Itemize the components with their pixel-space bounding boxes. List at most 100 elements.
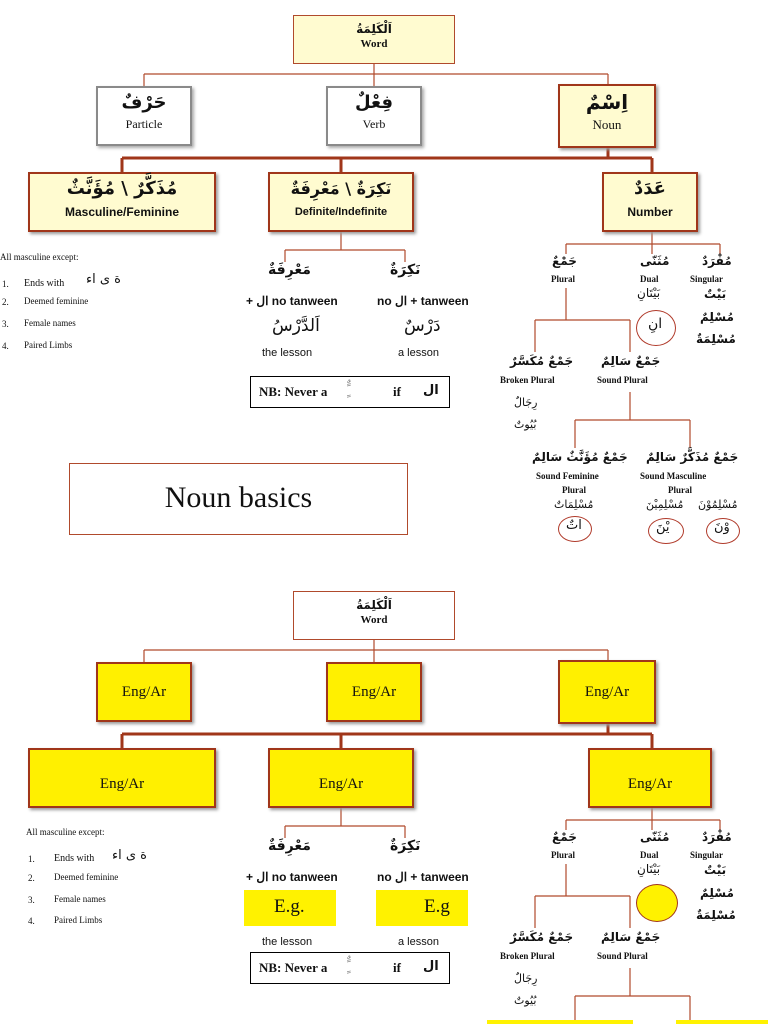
sound-masc-ending-2: وْنَ: [714, 520, 730, 535]
definite-box: نَكِرَةٌ \ مَعْرِفَةٌ Definite/Indefinit…: [268, 172, 414, 232]
broken-plural-english: Broken Plural: [500, 375, 555, 385]
nb-text-2: NB: Never a: [259, 960, 328, 975]
dual-arabic: مُثَنّى: [640, 254, 670, 268]
singular-example-2: مُسْلِمٌ: [700, 310, 734, 324]
sound-fem-example: مُسْلِمَاتٌ: [554, 498, 594, 511]
gender-notes-heading-2: All masculine except:: [26, 827, 105, 837]
nakira-example-english: a lesson: [398, 347, 439, 359]
row1-label-noun: Eng/Ar: [584, 684, 630, 700]
nakira-rule: no ال + tanween: [377, 294, 469, 308]
gender-note-arabic-1: ة ى اء: [86, 272, 121, 287]
particle-english: Particle: [125, 117, 163, 131]
marifa-example-arabic: اَلدَّرْسُ: [272, 316, 320, 336]
plural-english: Plural: [551, 274, 575, 284]
verb-box: فِعْلٌ Verb: [326, 86, 422, 146]
gender-note-num-4: 4.: [2, 341, 9, 351]
gender-note-num-2-1: 1.: [28, 854, 35, 864]
row2-box-definite: Eng/Ar: [268, 748, 414, 808]
marifa-arabic-2: مَعْرِفَةٌ: [268, 838, 311, 854]
row2-label-gender: Eng/Ar: [99, 776, 145, 792]
sound-masc-ending-circle-1: [648, 518, 684, 544]
nb-tanween-2: ٌٍ ً: [347, 959, 351, 974]
sound-masc-ending-1: يْنَ: [656, 520, 670, 535]
sound-fem-placeholder-bar: [487, 1020, 633, 1024]
singular-arabic-2: مُفْرَدٌ: [702, 830, 732, 844]
sound-masc-arabic: جَمْعٌ مُذَكَّرٌ سَالِمٌ: [646, 450, 739, 464]
gender-note-text-2-1: Ends with: [54, 853, 95, 864]
sound-plural-english-2: Sound Plural: [597, 951, 648, 961]
nakira-arabic-2: نَكِرَةٌ: [390, 838, 421, 854]
word-english: Word: [360, 38, 388, 50]
nb-if: if: [393, 384, 401, 399]
sound-masc-ending-circle-2: [706, 518, 740, 544]
sound-fem-ending-circle: [558, 516, 592, 542]
broken-example-2-2: بُيُوتٌ: [514, 994, 537, 1007]
noun-arabic: اِسْمٌ: [585, 90, 629, 114]
row1-box-noun: Eng/Ar: [558, 660, 656, 724]
row2-label-definite: Eng/Ar: [318, 776, 364, 792]
row1-box-verb: Eng/Ar: [326, 662, 422, 722]
row1-box-particle: Eng/Ar: [96, 662, 192, 722]
gender-note-text-1: Ends with: [24, 278, 65, 289]
noun-english: Noun: [592, 117, 622, 132]
singular-example-2-2: مُسْلِمٌ: [700, 886, 734, 900]
nakira-eg: E.g: [424, 896, 450, 917]
noun-box: اِسْمٌ Noun: [558, 84, 656, 148]
sound-masc-placeholder-bar: [676, 1020, 768, 1024]
dual-ending-circle-2: [636, 884, 678, 922]
gender-note-text-2-2: Deemed feminine: [54, 872, 119, 882]
broken-example-1: رِجَالٌ: [514, 396, 538, 409]
dual-english-2: Dual: [640, 850, 659, 860]
number-arabic: عَدَدٌ: [634, 178, 666, 199]
gender-note-num-1: 1.: [2, 279, 9, 289]
gender-box: مُذَكَّرٌ \ مُؤَنَّثٌ Masculine/Feminine: [28, 172, 216, 232]
broken-plural-arabic-2: جَمْعٌ مُكَسَّرٌ: [510, 930, 574, 944]
sound-fem-english-2: Plural: [562, 485, 586, 495]
dual-example-2: بَيْتَانِ: [637, 862, 661, 876]
sound-plural-arabic: جَمْعٌ سَالِمٌ: [601, 354, 661, 368]
gender-note-text-2-3: Female names: [54, 894, 106, 904]
singular-example-2-1: بَيْتٌ: [704, 863, 727, 877]
sound-fem-ending: اتٌ: [566, 518, 582, 533]
particle-box: حَرْفٌ Particle: [96, 86, 192, 146]
verb-english: Verb: [362, 117, 386, 131]
gender-note-text-2-4: Paired Limbs: [54, 915, 103, 925]
dual-arabic-2: مُثَنّى: [640, 830, 670, 844]
dual-ending: انِ: [648, 316, 663, 332]
sound-masc-english-1: Sound Masculine: [640, 471, 707, 481]
word-box-2: اَلْكَلِمَةُ Word: [293, 591, 455, 640]
nakira-arabic: نَكِرَةٌ: [390, 262, 421, 278]
verb-arabic: فِعْلٌ: [354, 92, 393, 113]
word-arabic-2: اَلْكَلِمَةُ: [356, 598, 392, 612]
particle-arabic: حَرْفٌ: [121, 92, 167, 113]
definite-arabic: نَكِرَةٌ \ مَعْرِفَةٌ: [290, 179, 392, 198]
broken-plural-english-2: Broken Plural: [500, 951, 555, 961]
plural-arabic: جَمْعٌ: [552, 254, 577, 268]
dual-english: Dual: [640, 274, 659, 284]
nb-tanween: ٌٍ ً: [347, 383, 351, 398]
definite-english: Definite/Indefinite: [294, 206, 388, 218]
marifa-eg: E.g.: [274, 896, 305, 917]
word-english-2: Word: [360, 614, 388, 626]
gender-notes-heading: All masculine except:: [0, 252, 79, 262]
plural-english-2: Plural: [551, 850, 575, 860]
sound-fem-english-1: Sound Feminine: [536, 471, 599, 481]
nakira-example-arabic: دَرْسٌ: [404, 316, 441, 336]
marifa-eg-box: E.g.: [244, 890, 336, 926]
number-box: عَدَدٌ Number: [602, 172, 698, 232]
nb-box-2: NB: Never a ٌٍ ً if ال: [250, 952, 450, 984]
gender-arabic: مُذَكَّرٌ \ مُؤَنَّثٌ: [66, 178, 178, 199]
nakira-rule-2: no ال + tanween: [377, 870, 469, 884]
sound-masc-example-1: مُسْلِمِيْنَ: [646, 498, 684, 511]
singular-english: Singular: [690, 274, 724, 284]
nb-text: NB: Never a: [259, 384, 328, 399]
sound-masc-english-2: Plural: [668, 485, 692, 495]
gender-note-num-2: 2.: [2, 297, 9, 307]
gender-english: Masculine/Feminine: [64, 205, 180, 219]
nb-box: NB: Never a ٌٍ ً if ال: [250, 376, 450, 408]
row2-box-number: Eng/Ar: [588, 748, 712, 808]
nakira-eg-box: E.g: [376, 890, 468, 926]
page-title: Noun basics: [164, 481, 313, 514]
